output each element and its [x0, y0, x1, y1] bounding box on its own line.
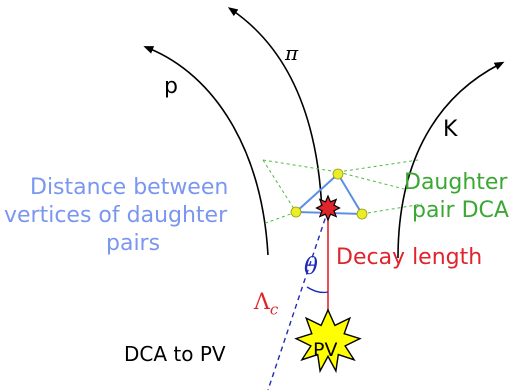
daughter-pair-dca-lines	[262, 159, 423, 225]
lambda-c-subscript: c	[269, 300, 279, 319]
pv-label: PV	[313, 339, 338, 361]
proton-track	[143, 46, 269, 256]
daughter-vertex-top	[332, 168, 344, 180]
daughter-vertex-right	[356, 208, 368, 220]
pair-dca-label-line2: pair DCA	[412, 198, 509, 223]
pion-track	[227, 7, 323, 213]
kaon-label: K	[443, 117, 458, 142]
secondary-vertex-star	[315, 194, 341, 222]
theta-arc	[306, 286, 329, 294]
lambda-c-label: Λc	[254, 290, 278, 319]
primary-vertex-star	[294, 308, 362, 374]
pion-label: π	[285, 41, 299, 65]
lambda-c-main: Λ	[254, 290, 270, 315]
kaon-track	[397, 61, 505, 259]
decay-length-label: Decay length	[336, 245, 483, 270]
distance-label-line3: pairs	[106, 231, 161, 256]
distance-label-line1: Distance between	[30, 175, 229, 200]
proton-label: p	[164, 74, 178, 99]
lambda-c-direction-line	[267, 209, 329, 391]
distance-label-line2: vertices of daughter	[4, 203, 228, 228]
theta-label: θ	[304, 254, 318, 280]
pair-dca-label-line1: Daughter	[404, 170, 508, 195]
dca-to-pv-label: DCA to PV	[124, 342, 226, 366]
daughter-vertex-left	[290, 206, 302, 218]
